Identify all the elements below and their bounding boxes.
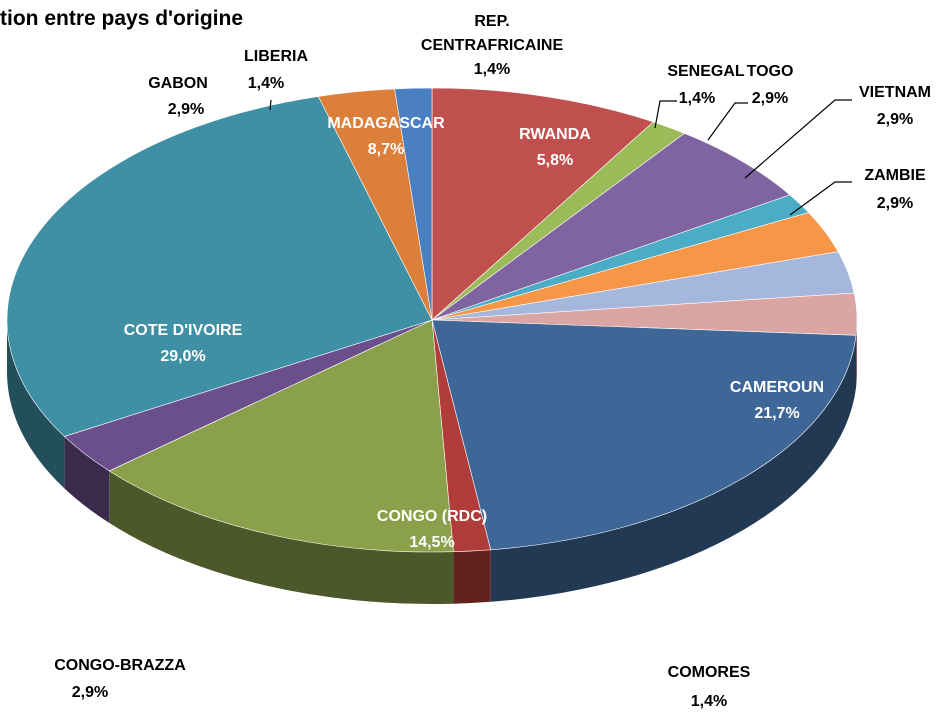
slice-name-label-1-1: CENTRAFRICAINE [421,37,564,54]
slice-name-label-1-0: REP. [474,13,509,30]
slice-name-label-4: TOGO [747,63,794,80]
pie-slice-9 [108,319,454,553]
pie-slice-13 [394,87,433,321]
pie-slice-2 [431,133,791,321]
pie-side-7 [490,335,857,602]
slice-value-label-12: 2,9% [168,101,204,118]
slice-value-label-11: 29,0% [160,348,205,365]
slice-value-label-6: 2,9% [877,195,913,212]
leader-line-5 [744,99,852,179]
slice-name-label-12: GABON [148,75,208,92]
leader-lines [269,99,852,216]
slice-name-label-13: LIBERIA [244,48,308,65]
slice-value-label-3: 1,4% [679,90,715,107]
slice-value-label-1: 1,4% [474,61,510,78]
slice-name-label-9: CONGO (RDC) [377,508,487,525]
slice-value-label-13: 1,4% [248,75,284,92]
slice-name-label-11: COTE D'IVOIRE [124,322,243,339]
leader-line-3 [654,100,677,129]
slice-name-label-3: SENEGAL [667,63,745,80]
pie-side-9 [109,470,454,604]
slice-name-label-10: CONGO-BRAZZA [54,657,186,674]
leader-line-6 [789,181,852,216]
pie-slice-7 [431,319,857,551]
leader-line-13 [269,99,272,111]
pie-slice-0 [431,87,654,321]
slice-value-label-2: 5,8% [537,152,573,169]
pie-tops [6,87,858,553]
slice-labels: MADAGASCAR 8,7% REP. CENTRAFRICAINE 1,4% RWAN… [54,13,931,710]
slice-name-label-7: CAMEROUN [730,379,824,396]
leader-line-4 [707,102,748,141]
slice-value-label-7: 21,7% [754,405,799,422]
slice-name-label-6: ZAMBIE [864,167,926,184]
slice-value-label-8: 1,4% [691,693,727,710]
slice-name-label-5: VIETNAM [859,84,931,101]
slice-name-label-8: COMORES [668,664,751,681]
slice-value-label-9: 14,5% [409,534,454,551]
pie-side-6 [856,320,857,388]
pie-side-8 [453,549,491,604]
slice-value-label-0: 8,7% [368,141,404,158]
chart-title: tion entre pays d'origine [0,7,243,30]
pie-side-10 [64,436,110,523]
slice-name-label-2: RWANDA [519,126,591,143]
slice-value-label-4: 2,9% [752,90,788,107]
pie-slice-11 [6,96,433,437]
slice-value-label-5: 2,9% [877,111,913,128]
slice-value-label-10: 2,9% [72,684,108,701]
slice-name-label-0: MADAGASCAR [327,115,445,132]
